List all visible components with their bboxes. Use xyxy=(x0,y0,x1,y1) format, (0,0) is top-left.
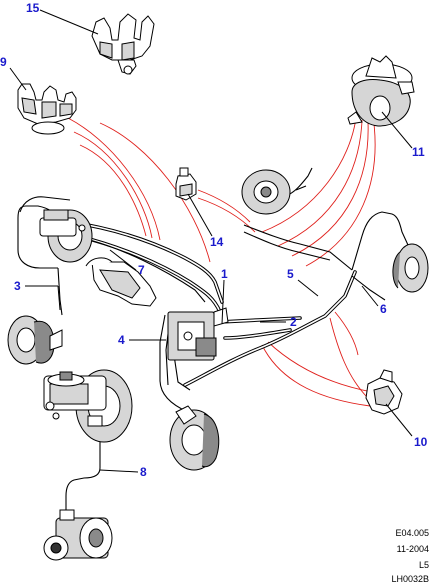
callout-10[interactable]: 10 xyxy=(414,435,428,449)
brake-booster-upper-left xyxy=(39,209,93,263)
footer-drawing-code: LH0032B xyxy=(391,574,429,584)
callout-3[interactable]: 3 xyxy=(14,279,21,293)
connector-part-11[interactable] xyxy=(347,55,415,127)
pipe-clip-part-15[interactable] xyxy=(91,13,155,75)
callout-4[interactable]: 4 xyxy=(118,333,125,347)
footer-ref: E04.005 xyxy=(395,528,429,538)
master-cylinder-booster xyxy=(43,369,133,443)
callout-14[interactable]: 14 xyxy=(210,235,224,249)
callout-7[interactable]: 7 xyxy=(138,263,145,277)
front-left-brake-disc xyxy=(7,315,63,365)
rear-right-brake-disc xyxy=(392,243,429,293)
leader-lines xyxy=(9,9,413,473)
front-right-brake-disc xyxy=(169,405,220,471)
connector-part-10[interactable] xyxy=(365,369,403,415)
abs-pump-motor xyxy=(43,509,113,561)
callout-15[interactable]: 15 xyxy=(26,1,40,15)
wheel-sensor-upper-middle xyxy=(241,169,291,215)
callout-8[interactable]: 8 xyxy=(140,465,147,479)
footer-level: L5 xyxy=(418,560,429,570)
callout-5[interactable]: 5 xyxy=(287,267,294,281)
bracket-part-7[interactable] xyxy=(85,257,157,307)
abs-modulator xyxy=(167,307,229,361)
callout-9[interactable]: 9 xyxy=(0,55,7,69)
callout-2[interactable]: 2 xyxy=(290,315,297,329)
callout-labels: 15 9 11 14 1 2 3 4 5 6 7 8 10 xyxy=(0,1,428,479)
wiring-lines xyxy=(67,117,376,407)
callout-6[interactable]: 6 xyxy=(380,302,387,316)
quad-clip-part-9[interactable] xyxy=(17,83,77,135)
callout-11[interactable]: 11 xyxy=(412,145,425,159)
callout-1[interactable]: 1 xyxy=(221,267,228,281)
footer-date: 11-2004 xyxy=(396,544,429,554)
connector-part-14[interactable] xyxy=(175,167,197,201)
